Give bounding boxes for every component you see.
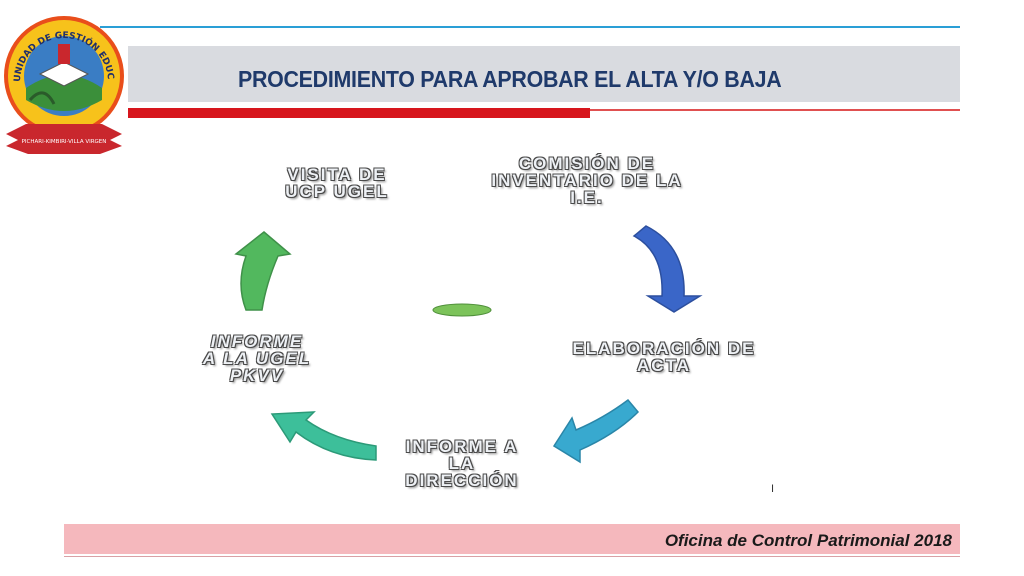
footer-bar (64, 524, 960, 554)
step-informe-ugel: INFORME A LA UGEL PKVV (182, 333, 332, 384)
title-accent-bar (128, 108, 590, 118)
step-line: DIRECCIÓN (405, 471, 519, 490)
step-visita-ucp: VISITA DE UCP UGEL (262, 166, 412, 200)
arrow-direccion-to-informe-ugel (270, 411, 377, 461)
logo-ribbon-text: PICHARI-KIMBIRI-VILLA VIRGEN (22, 139, 107, 145)
step-informe-direccion: INFORME A LA DIRECCIÓN (380, 438, 544, 489)
top-divider-line (100, 26, 960, 28)
step-line: ACTA (637, 356, 691, 375)
footer-divider (64, 556, 960, 557)
step-line: UCP UGEL (285, 182, 389, 201)
arrow-comision-to-elaboracion (632, 225, 703, 313)
arrow-informe-ugel-to-visita (234, 231, 292, 311)
step-line: ELABORACIÓN DE (572, 339, 756, 358)
step-line: COMISIÓN DE (518, 154, 656, 173)
ugel-logo: UNIDAD DE GESTIÓN EDUCATIVA LOCAL PICHAR… (0, 4, 124, 154)
step-line: I.E. (570, 188, 604, 207)
title-accent-line (590, 109, 960, 111)
step-elaboracion-acta: ELABORACIÓN DE ACTA (548, 340, 780, 374)
step-line: LA (448, 454, 476, 473)
step-line: PKVV (229, 366, 285, 385)
step-line: INFORME A (405, 437, 519, 456)
arrow-elaboracion-to-direccion (552, 398, 640, 464)
step-line: A LA UGEL (202, 349, 312, 368)
step-line: INVENTARIO DE LA (491, 171, 683, 190)
step-comision-inventario: COMISIÓN DE INVENTARIO DE LA I.E. (462, 155, 712, 206)
footer-text: Oficina de Control Patrimonial 2018 (664, 531, 952, 550)
title-bar (128, 46, 960, 102)
step-line: VISITA DE (287, 165, 387, 184)
step-line: INFORME (210, 332, 304, 351)
cycle-center-oval (432, 303, 492, 317)
slide-marker: I (771, 483, 775, 495)
slide-title: PROCEDIMIENTO PARA APROBAR EL ALTA Y/O B… (238, 66, 782, 92)
